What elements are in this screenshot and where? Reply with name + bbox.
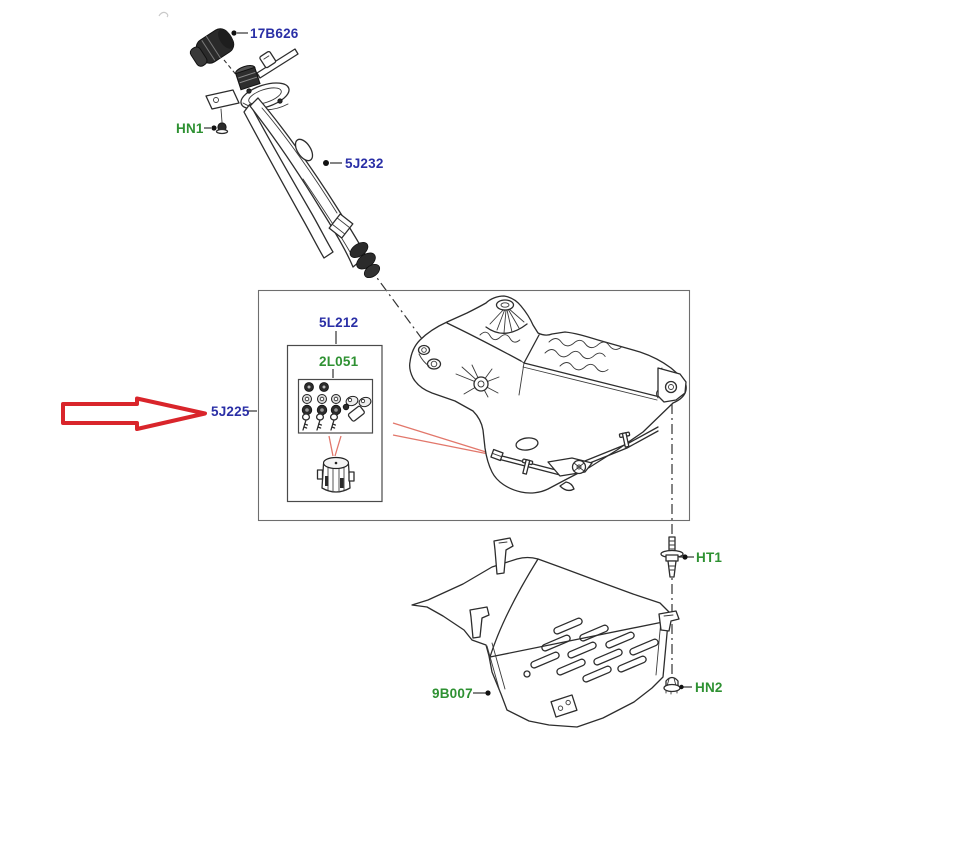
hn2-nut-drawing (663, 676, 681, 695)
fuel-filler-cap-drawing (189, 28, 239, 78)
hardware-kit-box (297, 378, 374, 434)
label-shield[interactable]: 9B007 (432, 686, 473, 701)
hardware-kit-drawing (301, 382, 372, 431)
assembly-box (257, 289, 691, 522)
filler-pipe-drawing (243, 97, 381, 279)
label-filler-pipe[interactable]: 5J232 (345, 156, 384, 171)
ht1-bolt-drawing (660, 536, 684, 578)
label-tank-kit[interactable]: 5J225 (211, 404, 250, 419)
centerline-pipe-to-tank (368, 266, 426, 344)
red-pointer-arrow (61, 396, 207, 431)
label-filler-cap[interactable]: 17B626 (250, 26, 299, 41)
leader-lines (204, 30, 694, 696)
kit-5j225-box (286, 344, 383, 503)
heat-shield-drawing (411, 537, 680, 728)
fuel-tank-drawing (408, 295, 687, 494)
red-pointer-lines (328, 422, 487, 457)
watermark-mark (158, 11, 169, 18)
cap-to-neck-dashed-line (223, 59, 239, 78)
label-bolt-ht1[interactable]: HT1 (696, 550, 722, 565)
hn1-stud-drawing (215, 122, 229, 135)
label-nut-hn1[interactable]: HN1 (176, 121, 204, 136)
label-nut-hn2[interactable]: HN2 (695, 680, 723, 695)
label-seal-kit[interactable]: 5L212 (319, 315, 358, 330)
cap-component-drawing (316, 456, 355, 493)
label-hardware-kit[interactable]: 2L051 (319, 354, 359, 369)
